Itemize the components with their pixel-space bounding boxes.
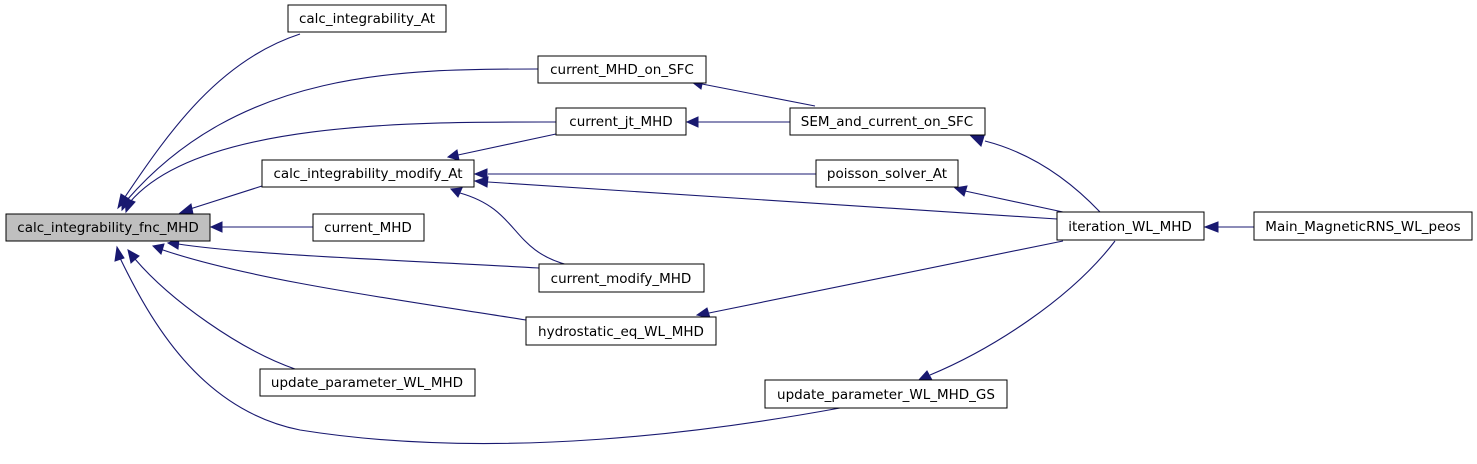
node-current-jt-mhd[interactable]: current_jt_MHD (555, 107, 687, 136)
node-box (1056, 211, 1205, 241)
node-box (5, 213, 211, 242)
node-sem-and-current-on-sfc[interactable]: SEM_and_current_on_SFC (789, 107, 986, 136)
node-box (287, 4, 447, 33)
node-label: calc_integrability_fnc_MHD (17, 220, 198, 236)
edge-iteration-to-poisson (964, 190, 1064, 213)
node-poisson-solver-at[interactable]: poisson_solver_At (815, 159, 959, 188)
edge-current-modify-to-modify (459, 192, 569, 266)
node-iteration-wl-mhd[interactable]: iteration_WL_MHD (1056, 211, 1205, 241)
node-update-parameter-wl-mhd-gs[interactable]: update_parameter_WL_MHD_GS (764, 379, 1008, 409)
edge-iteration-to-sem (984, 140, 1101, 213)
arrowhead-current-jt-mhd (124, 197, 136, 214)
nodes: calc_integrability_fnc_MHD calc_integrab… (5, 4, 1473, 409)
node-label: iteration_WL_MHD (1068, 219, 1192, 235)
node-label: current_jt_MHD (569, 114, 672, 130)
edge-iteration-to-hydrostatic (708, 240, 1064, 314)
node-label: current_MHD_on_SFC (550, 62, 694, 78)
arrowhead-iteration-modify (473, 176, 489, 188)
node-box (261, 159, 475, 188)
edge-current-modify-mhd (177, 243, 540, 269)
node-label: calc_integrability_At (299, 11, 435, 27)
arrowhead-current-mhd (209, 221, 223, 233)
arrowhead-poisson-modify (473, 168, 488, 180)
node-update-parameter-wl-mhd[interactable]: update_parameter_WL_MHD (259, 368, 476, 397)
edge-sfc-to-current-mhd-on-sfc (701, 83, 816, 107)
node-box (525, 316, 717, 346)
edge-current-mhd-on-sfc (126, 68, 539, 201)
node-box (555, 107, 687, 136)
node-hydrostatic-eq-wl-mhd[interactable]: hydrostatic_eq_WL_MHD (525, 316, 717, 346)
arrowhead-jt-modify (446, 149, 460, 161)
node-main-magneticrns-wl-peos[interactable]: Main_MagneticRNS_WL_peos (1253, 211, 1473, 241)
edge-update-parameter-wl-mhd-gs (119, 257, 841, 445)
node-current-modify-mhd[interactable]: current_modify_MHD (538, 263, 705, 293)
arrowheads (114, 78, 1219, 382)
node-current-mhd-on-sfc[interactable]: current_MHD_on_SFC (537, 55, 707, 84)
arrowhead-curmod-modify (449, 187, 463, 198)
node-box (815, 159, 959, 188)
node-box (312, 213, 425, 242)
node-box (537, 55, 707, 84)
arrowhead-iteration-sem (969, 135, 985, 147)
node-label: current_modify_MHD (551, 271, 692, 287)
node-calc-integrability-fnc-mhd[interactable]: calc_integrability_fnc_MHD (5, 213, 211, 242)
node-box (1253, 211, 1473, 241)
edge-current-jt-to-modify (457, 133, 557, 156)
node-calc-integrability-at[interactable]: calc_integrability_At (287, 4, 447, 33)
arrowhead-update-parameter (127, 249, 140, 264)
arrowhead-sem-jt (685, 116, 699, 128)
node-box (259, 368, 476, 397)
node-current-mhd[interactable]: current_MHD (312, 213, 425, 242)
edge-current-jt-mhd (129, 121, 557, 203)
arrowhead-hydrostatic (151, 243, 165, 255)
node-label: update_parameter_WL_MHD (271, 375, 463, 391)
arrowhead-iteration-poisson (953, 185, 968, 197)
edge-iteration-to-modify (487, 181, 1058, 220)
arrowhead-main-iteration (1203, 221, 1219, 233)
node-label: Main_MagneticRNS_WL_peos (1265, 219, 1460, 235)
node-label: poisson_solver_At (827, 166, 947, 182)
node-box (764, 379, 1008, 409)
node-label: calc_integrability_modify_At (273, 166, 462, 182)
edge-update-parameter-wl-mhd (134, 258, 296, 370)
arrowhead-modify (178, 203, 194, 215)
edge-hydrostatic-eq-wl-mhd (159, 248, 527, 321)
edge-calc-integrability-at (124, 33, 301, 198)
arrowhead-update-parameter-gs (114, 245, 125, 262)
node-box (538, 263, 705, 293)
node-label: current_MHD (324, 220, 412, 236)
edges (119, 33, 1254, 445)
node-calc-integrability-modify-at[interactable]: calc_integrability_modify_At (261, 159, 475, 188)
node-label: update_parameter_WL_MHD_GS (777, 387, 995, 403)
node-box (789, 107, 986, 136)
node-label: SEM_and_current_on_SFC (801, 114, 973, 130)
edge-calc-integrability-modify-at (189, 185, 263, 210)
edge-iteration-to-update-gs (929, 240, 1116, 376)
node-label: hydrostatic_eq_WL_MHD (538, 324, 704, 340)
